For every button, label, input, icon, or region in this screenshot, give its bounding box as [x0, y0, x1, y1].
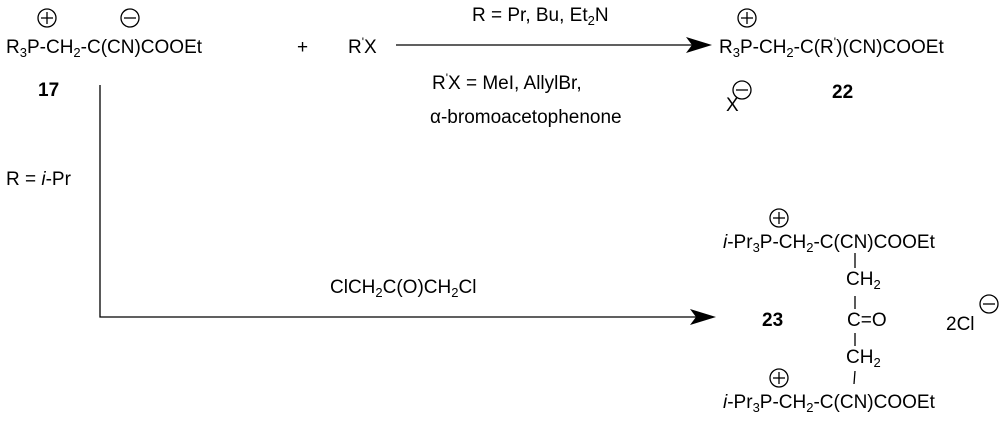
formula-segment: i: [723, 232, 728, 253]
formula-segment: R: [348, 37, 362, 58]
formula-segment: P-CH: [759, 392, 807, 413]
formula-segment: ': [361, 35, 365, 49]
condition-alpha-bromoacetophenone: α-bromoacetophenone: [430, 108, 622, 127]
compound-17-formula: R3P-CH2-C(CN)COOEt: [6, 37, 203, 60]
formula-segment: )(CN)COOEt: [836, 37, 944, 58]
formula-segment: C(O)CH: [382, 277, 452, 298]
positive-charge-icon: [769, 208, 789, 228]
formula-segment: -C(R: [793, 37, 834, 58]
formula-segment: i: [723, 392, 728, 413]
formula-segment: 2: [73, 45, 81, 60]
formula-segment: ': [445, 71, 449, 85]
compound-23-carbonyl: C=O: [847, 311, 887, 330]
negative-charge-icon: [732, 80, 752, 100]
formula-segment: 2: [451, 285, 459, 300]
arrowhead-icon: [690, 309, 716, 325]
formula-segment: C=O: [847, 310, 887, 331]
formula-segment: 2: [873, 277, 881, 292]
formula-segment: R: [719, 37, 733, 58]
reagent-dichloroacetone: ClCH2C(O)CH2Cl: [330, 277, 477, 300]
arrowhead-icon: [686, 37, 712, 53]
positive-charge-icon: [737, 8, 757, 28]
formula-segment: X = MeI, AllylBr,: [448, 73, 582, 94]
formula-segment: i: [41, 169, 46, 190]
positive-charge-icon: [769, 368, 789, 388]
formula-segment: -Pr: [727, 232, 753, 253]
formula-segment: Cl: [458, 277, 477, 298]
formula-segment: -Pr: [45, 169, 71, 190]
condition-r-values: R = Pr, Bu, Et2N: [472, 5, 609, 28]
compound-23-top-formula: i-Pr3P-CH2-C(CN)COOEt: [723, 232, 935, 255]
formula-segment: -C(CN)COOEt: [80, 37, 203, 58]
formula-segment: R = Pr, Bu, Et: [472, 5, 588, 26]
reaction-arrow-bottom: [99, 85, 702, 318]
compound-22-label: 22: [832, 82, 854, 103]
formula-segment: 3: [752, 240, 760, 255]
formula-segment: -Pr: [727, 392, 753, 413]
formula-segment: ClCH: [330, 277, 376, 298]
formula-segment: N: [594, 5, 609, 26]
negative-charge-icon: [979, 294, 999, 314]
formula-segment: 3: [732, 45, 740, 60]
formula-segment: 2: [375, 285, 383, 300]
condition-r-ipr: R = i-Pr: [6, 170, 71, 189]
formula-segment: P-CH: [26, 37, 74, 58]
compound-23-counterion: 2Cl: [946, 315, 975, 334]
formula-segment: P-CH: [759, 232, 807, 253]
formula-segment: P-CH: [739, 37, 787, 58]
formula-segment: X: [726, 95, 739, 116]
positive-charge-icon: [37, 8, 57, 28]
formula-segment: 2: [806, 240, 814, 255]
formula-segment: 3: [19, 45, 27, 60]
formula-segment: R: [6, 37, 20, 58]
formula-segment: CH: [846, 347, 874, 368]
formula-segment: CH: [846, 269, 874, 290]
formula-segment: 2: [806, 400, 814, 415]
compound-23-bottom-formula: i-Pr3P-CH2-C(CN)COOEt: [723, 392, 935, 415]
compound-17-label: 17: [38, 80, 60, 101]
formula-segment: R: [432, 73, 446, 94]
compound-23-label: 23: [762, 310, 784, 331]
formula-segment: -C(CN)COOEt: [813, 232, 935, 253]
formula-segment: -C(CN)COOEt: [813, 392, 935, 413]
formula-segment: α-bromoacetophenone: [430, 107, 622, 128]
formula-segment: X: [364, 37, 377, 58]
formula-segment: 2Cl: [946, 314, 975, 335]
formula-segment: 2: [873, 355, 881, 370]
formula-segment: 3: [752, 400, 760, 415]
compound-23-ch2-upper: CH2: [846, 269, 881, 292]
compound-23-ch2-lower: CH2: [846, 347, 881, 370]
condition-rx-values: R'X = MeI, AllylBr,: [432, 71, 582, 94]
reagent-rx: R'X: [348, 35, 377, 58]
bond-lines: [853, 253, 856, 385]
compound-22-formula: R3P-CH2-C(R')(CN)COOEt: [719, 35, 944, 60]
formula-segment: ': [833, 35, 837, 49]
negative-charge-icon: [120, 8, 140, 28]
formula-segment: 2: [786, 45, 794, 60]
formula-segment: 2: [587, 13, 595, 28]
plus-sign: +: [297, 37, 309, 58]
compound-22-counterion: X: [726, 96, 739, 115]
formula-segment: R =: [6, 169, 42, 190]
